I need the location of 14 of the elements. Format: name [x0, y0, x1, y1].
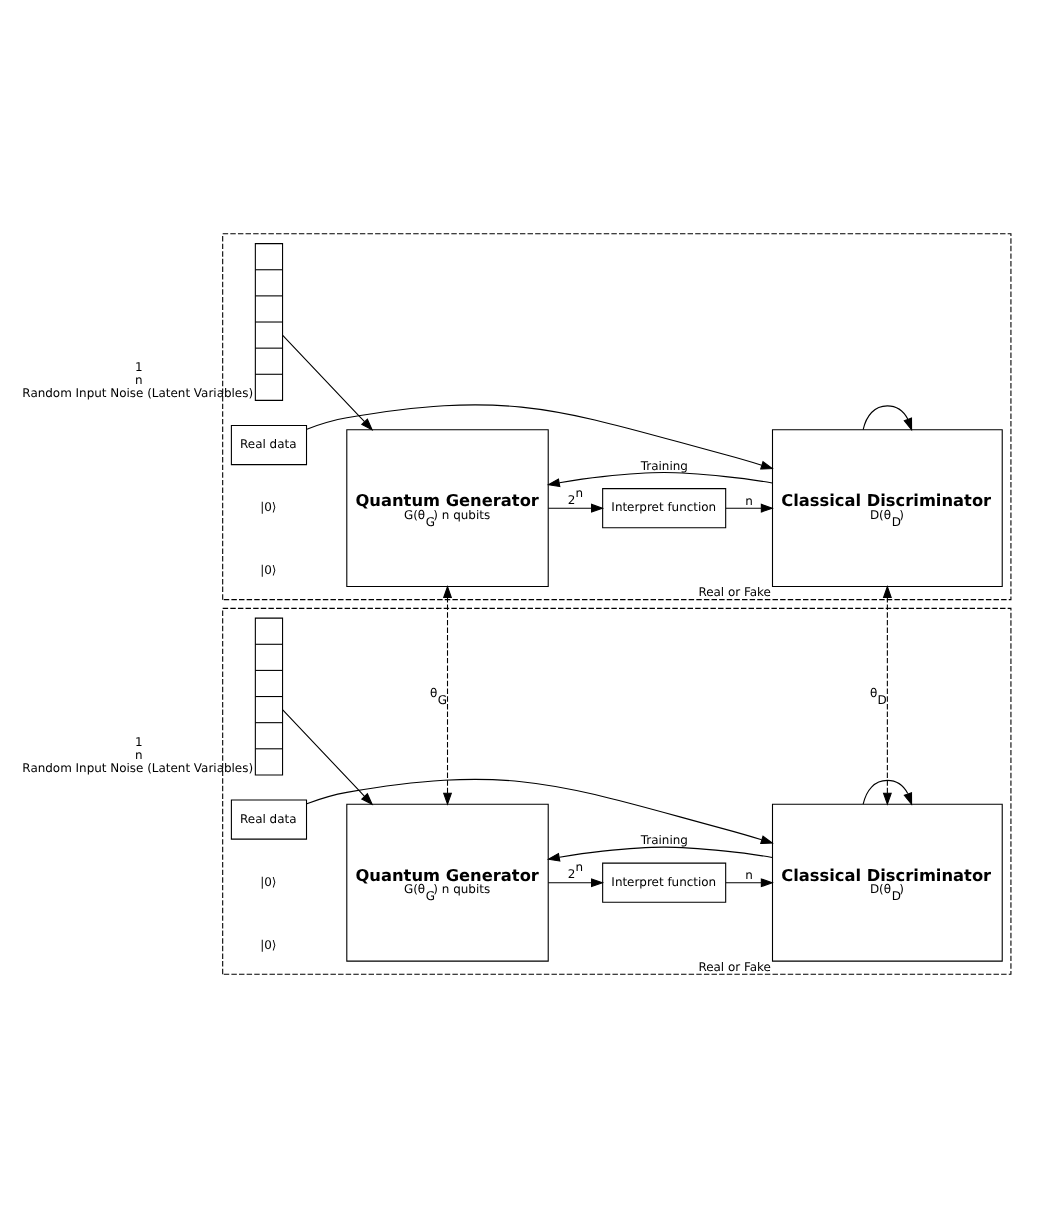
arrow	[545, 471, 772, 487]
arrow	[281, 333, 373, 430]
arrow	[305, 777, 773, 844]
arrow	[305, 403, 773, 469]
arrow	[861, 778, 912, 805]
arrow	[546, 502, 604, 512]
arrow	[881, 583, 891, 805]
arrow	[281, 708, 373, 805]
arrow	[545, 845, 772, 861]
arrow	[724, 877, 773, 887]
arrow	[546, 877, 604, 887]
arrow	[861, 404, 912, 431]
arrow	[724, 502, 773, 512]
arrow	[441, 583, 452, 805]
